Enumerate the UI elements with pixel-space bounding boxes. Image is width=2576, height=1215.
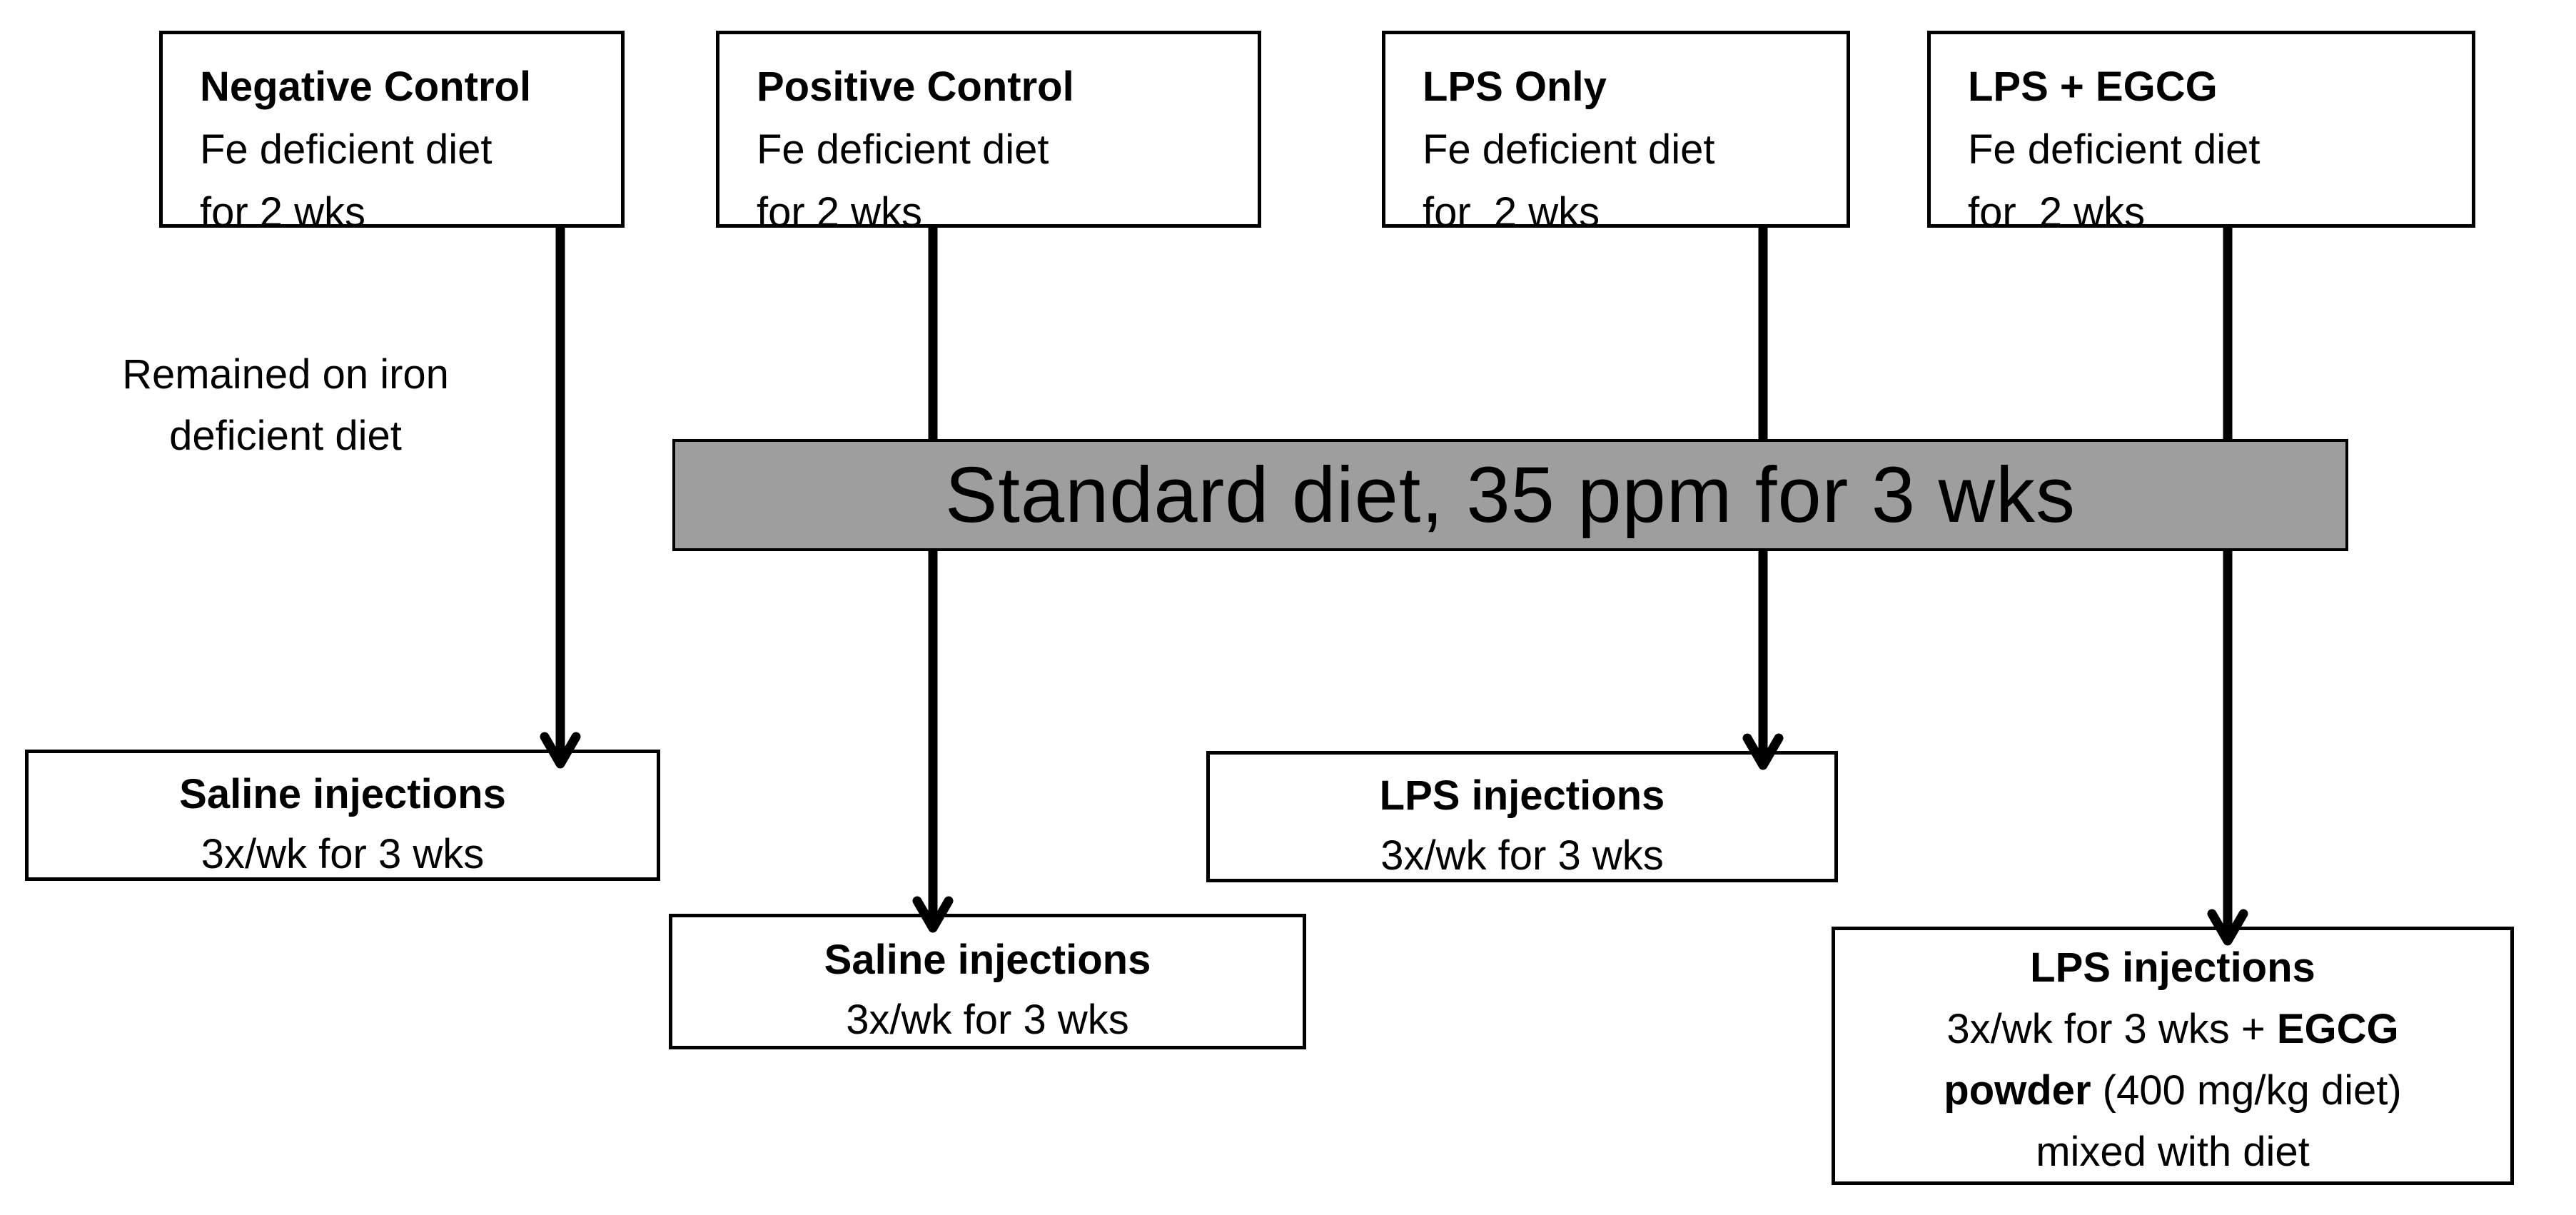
outcome-box-lps-egcg-injections: LPS injections 3x/wk for 3 wks + EGCG po… xyxy=(1832,927,2514,1185)
group-duration-line: for 2 wks xyxy=(1423,189,1600,236)
outcome-detail-line3: mixed with diet xyxy=(2036,1129,2310,1175)
group-title: LPS + EGCG xyxy=(1968,64,2218,110)
outcome-detail-line1: 3x/wk for 3 wks + EGCG xyxy=(1835,999,2510,1060)
side-note-line2: deficient diet xyxy=(169,413,402,459)
flow-arrow-lps-egcg xyxy=(2207,226,2248,946)
outcome-box-saline-2: Saline injections 3x/wk for 3 wks xyxy=(669,914,1306,1049)
group-duration-line: for 2 wks xyxy=(1968,189,2146,236)
side-note-remained-on-diet: Remained on iron deficient diet xyxy=(36,344,535,467)
banner-text: Standard diet, 35 ppm for 3 wks xyxy=(944,451,2076,539)
detail-bold-powder: powder xyxy=(1944,1067,2091,1114)
outcome-title: Saline injections xyxy=(179,771,506,817)
standard-diet-banner: Standard diet, 35 ppm for 3 wks xyxy=(672,439,2348,551)
detail-text: (400 mg/kg diet) xyxy=(2091,1067,2402,1114)
group-duration-line: for 2 wks xyxy=(200,189,366,236)
group-duration-line: for 2 wks xyxy=(757,189,923,236)
flow-arrow-negative-control xyxy=(540,226,581,769)
group-box-lps-only: LPS Only Fe deficient diet for 2 wks xyxy=(1382,31,1850,236)
outcome-detail: 3x/wk for 3 wks xyxy=(201,831,485,877)
outcome-title: Saline injections xyxy=(824,937,1151,983)
outcome-box-lps-injections: LPS injections 3x/wk for 3 wks xyxy=(1206,751,1838,882)
group-diet-line: Fe deficient diet xyxy=(1423,126,1715,173)
outcome-detail: 3x/wk for 3 wks xyxy=(1380,832,1664,879)
flow-arrow-positive-control xyxy=(912,226,954,933)
side-note-line1: Remained on iron xyxy=(122,351,449,398)
outcome-title: LPS injections xyxy=(2030,944,2315,991)
detail-bold-egcg: EGCG xyxy=(2276,1006,2399,1052)
group-box-lps-egcg: LPS + EGCG Fe deficient diet for 2 wks xyxy=(1927,31,2475,236)
outcome-box-saline-1: Saline injections 3x/wk for 3 wks xyxy=(25,750,660,881)
group-title: LPS Only xyxy=(1423,64,1607,110)
group-diet-line: Fe deficient diet xyxy=(1968,126,2261,173)
outcome-title: LPS injections xyxy=(1379,772,1665,819)
group-box-negative-control: Negative Control Fe deficient diet for 2… xyxy=(159,31,625,236)
outcome-detail: 3x/wk for 3 wks xyxy=(846,997,1129,1043)
group-diet-line: Fe deficient diet xyxy=(200,126,493,173)
detail-text: 3x/wk for 3 wks + xyxy=(1946,1006,2277,1052)
group-title: Positive Control xyxy=(757,64,1074,110)
group-box-positive-control: Positive Control Fe deficient diet for 2… xyxy=(716,31,1261,236)
group-diet-line: Fe deficient diet xyxy=(757,126,1049,173)
outcome-detail-line2: powder (400 mg/kg diet) xyxy=(1835,1060,2510,1121)
group-title: Negative Control xyxy=(200,64,532,110)
